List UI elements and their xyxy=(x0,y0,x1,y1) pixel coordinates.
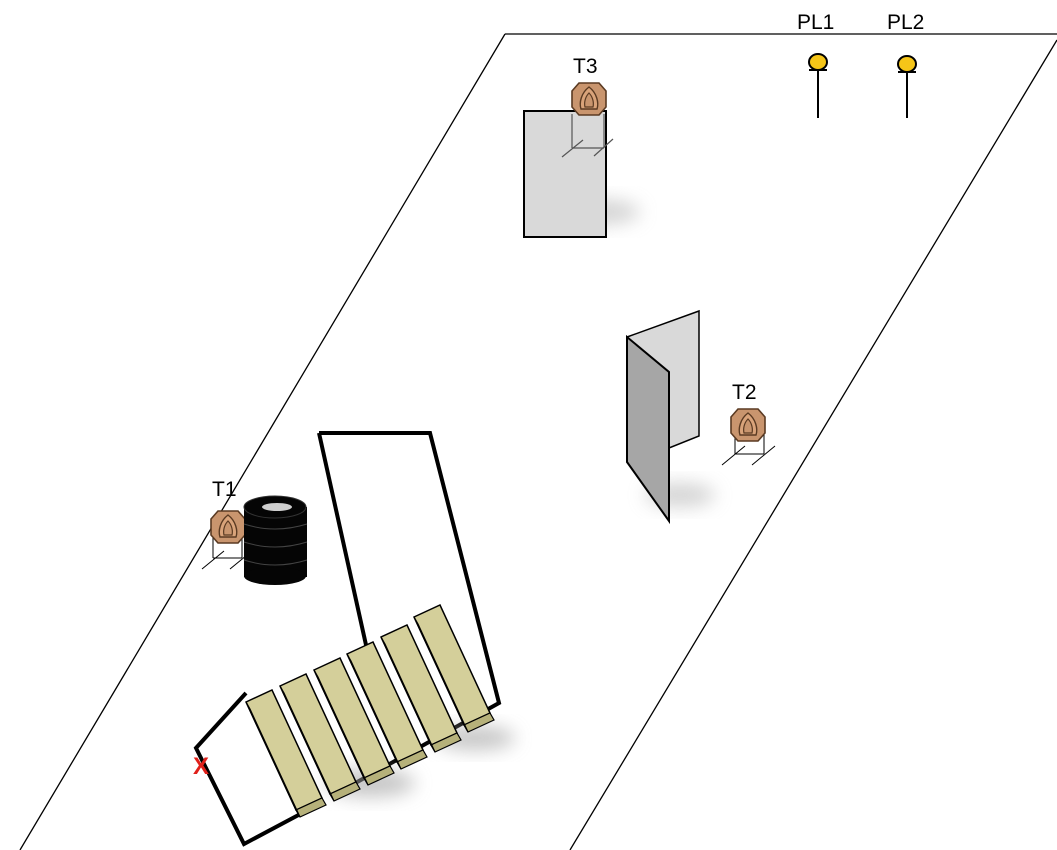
paper-target-icon xyxy=(210,510,246,544)
pallet-icon xyxy=(279,673,361,802)
paper-target-icon xyxy=(571,82,607,116)
popper-pl2-label: PL2 xyxy=(887,11,924,34)
target-t2-label: T2 xyxy=(732,381,757,404)
pallet-icon xyxy=(313,657,395,786)
wall-folded xyxy=(626,309,715,525)
paper-target-icon xyxy=(730,408,766,442)
pallet-row xyxy=(245,604,495,818)
target-t3: T3 xyxy=(571,55,607,116)
target-t1-label: T1 xyxy=(212,478,237,501)
pallet-icon xyxy=(346,641,428,770)
pallet-icon xyxy=(380,624,462,753)
shooting-box-icon xyxy=(193,431,502,847)
target-t1: T1 xyxy=(201,478,253,570)
steel-popper-icon xyxy=(897,55,917,73)
steel-popper-icon xyxy=(808,53,828,71)
wall-top xyxy=(523,110,640,238)
popper-pl2: PL2 xyxy=(887,11,924,118)
bay-outline xyxy=(19,33,1057,850)
pallet-icon xyxy=(413,604,495,733)
barrel-stack-icon xyxy=(243,495,308,585)
target-t3-label: T3 xyxy=(573,55,598,78)
target-t2: T2 xyxy=(721,381,776,466)
pallet-icon xyxy=(245,689,327,818)
start-position-mark: X xyxy=(193,753,209,780)
popper-pl1-label: PL1 xyxy=(797,11,834,34)
popper-pl1: PL1 xyxy=(797,11,834,118)
